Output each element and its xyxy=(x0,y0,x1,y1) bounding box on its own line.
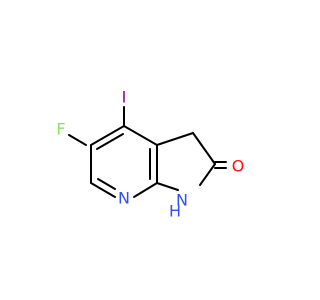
bond-n7-c7a xyxy=(133,182,158,198)
bonds xyxy=(68,106,227,198)
atom-nitrogen-pyridine: N xyxy=(118,189,130,208)
bond-c3a-c4 xyxy=(123,125,158,146)
bond-c4-c5-inner xyxy=(96,133,124,150)
bond-c2-n1 xyxy=(199,163,216,186)
bond-c4-c5 xyxy=(90,125,125,146)
bond-f-c5 xyxy=(68,134,87,146)
atom-hydrogen-amide: H xyxy=(169,202,181,221)
molecule-diagram: I F N N H O xyxy=(56,88,244,221)
bond-c6-n7 xyxy=(90,182,116,198)
bond-c3-c2 xyxy=(192,132,216,165)
bond-n1-c7a xyxy=(156,182,179,191)
atom-iodine: I xyxy=(122,88,127,107)
atom-labels: I F N N H O xyxy=(56,88,244,221)
atom-nitrogen-amide: N xyxy=(176,191,188,210)
bond-c3a-c3 xyxy=(156,132,194,146)
atom-fluorine: F xyxy=(56,120,65,139)
atom-oxygen: O xyxy=(232,157,245,176)
bond-c6-n7-inner xyxy=(97,178,116,190)
